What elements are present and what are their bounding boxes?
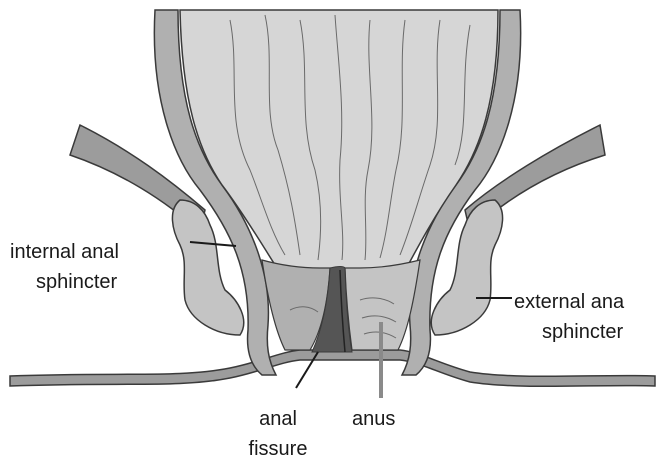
- label-fissure-line2: fissure: [238, 439, 318, 459]
- label-anal-fissure: anal fissure: [238, 409, 318, 459]
- label-internal-line1: internal anal: [10, 242, 119, 262]
- label-internal-anal-sphincter: internal anal sphincter: [10, 242, 119, 292]
- label-external-anal-sphincter: external ana sphincter: [514, 292, 624, 342]
- label-external-line2: sphincter: [514, 322, 624, 342]
- label-fissure-line1: anal: [238, 409, 318, 429]
- rectum-mucosa: [180, 10, 498, 280]
- label-internal-line2: sphincter: [10, 272, 119, 292]
- skin-surface: [10, 350, 655, 386]
- label-anus: anus: [352, 409, 395, 429]
- label-external-line1: external ana: [514, 292, 624, 312]
